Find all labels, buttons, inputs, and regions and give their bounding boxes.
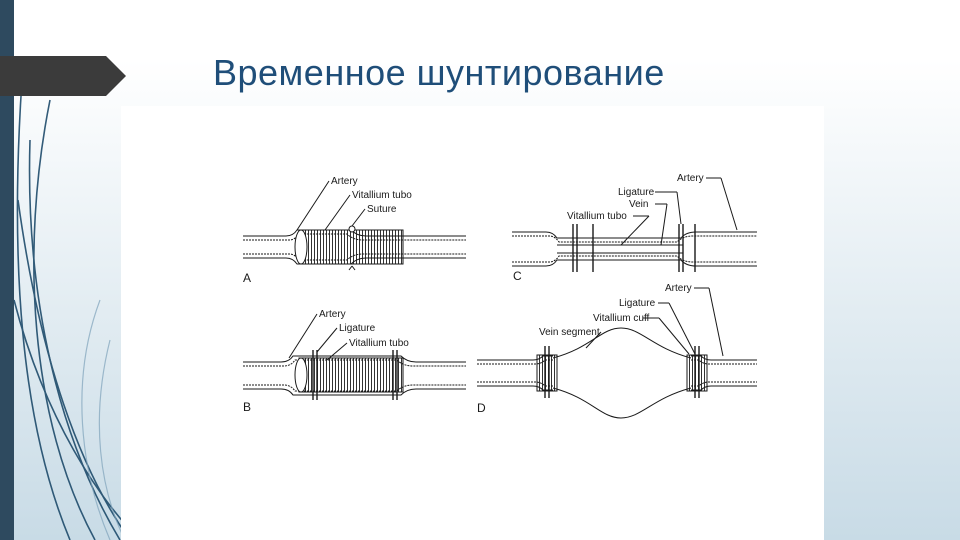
panel-d	[477, 287, 757, 419]
vitallium-cuff	[536, 354, 558, 392]
panel-letter-a: A	[243, 271, 251, 285]
bypass-diagram: Artery Vitallium tubo Suture A Artery Li…	[243, 173, 757, 419]
label-d-vein-segment: Vein segment	[539, 327, 600, 338]
label-c-tube: Vitallium tubo	[567, 211, 627, 222]
label-d-artery: Artery	[665, 283, 692, 294]
label-c-vein: Vein	[629, 199, 648, 210]
panel-b	[243, 313, 466, 400]
title-tab-arrow	[0, 56, 126, 96]
vitallium-tube	[298, 357, 404, 393]
label-b-tube: Vitallium tubo	[349, 338, 409, 349]
label-b-artery: Artery	[319, 309, 346, 320]
label-a-tube: Vitallium tubo	[352, 190, 412, 201]
label-b-ligature: Ligature	[339, 323, 376, 334]
label-d-cuff: Vitallium cuff	[593, 313, 650, 324]
slide-title: Временное шунтирование	[213, 52, 665, 93]
label-c-artery: Artery	[677, 173, 704, 184]
figure-panel: Artery Vitallium tubo Suture A Artery Li…	[121, 106, 824, 540]
label-a-artery: Artery	[331, 176, 358, 187]
vitallium-tube	[298, 229, 404, 265]
panel-letter-b: B	[243, 400, 251, 414]
panel-letter-c: C	[513, 269, 522, 283]
suture-knot	[348, 225, 356, 233]
panel-a	[243, 180, 466, 271]
label-c-ligature: Ligature	[618, 187, 655, 198]
vein-segment	[552, 327, 692, 359]
label-d-ligature: Ligature	[619, 298, 656, 309]
label-a-suture: Suture	[367, 204, 397, 215]
panel-letter-d: D	[477, 401, 486, 415]
vitallium-cuff	[686, 354, 708, 392]
panel-c	[512, 177, 757, 272]
side-accent-strip	[0, 0, 14, 540]
